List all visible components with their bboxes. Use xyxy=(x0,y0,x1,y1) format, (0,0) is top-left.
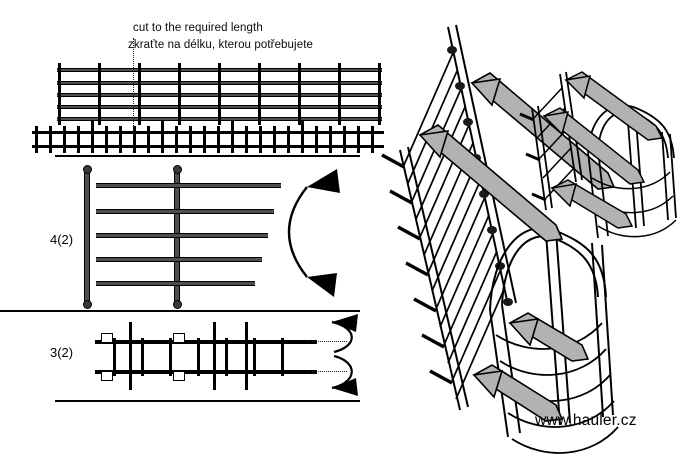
part-3-ladder xyxy=(95,318,347,390)
part-4-rail xyxy=(96,209,274,214)
part-3-standoff-post xyxy=(129,322,133,390)
sprue-post xyxy=(178,63,182,125)
sprue-rung xyxy=(35,126,38,153)
sprue-rung xyxy=(357,126,360,153)
part-4-rail xyxy=(96,233,268,238)
caption-line-english: cut to the required length xyxy=(133,22,263,34)
sprue-post xyxy=(58,63,62,125)
part-3-rung xyxy=(281,338,285,376)
sprue-rung xyxy=(77,126,80,153)
sprue-rung xyxy=(273,126,276,153)
panel-divider-bottom xyxy=(55,400,360,402)
sprue-rung xyxy=(217,126,220,153)
part-3-bracket xyxy=(101,333,113,343)
assembly-arrow-detail xyxy=(542,71,664,229)
sprue-rung xyxy=(329,126,332,153)
sprue-rung xyxy=(119,126,122,153)
part-3-rung xyxy=(253,338,257,376)
part-3-bracket xyxy=(173,371,185,381)
ladder-main xyxy=(399,24,517,411)
sprue-rung xyxy=(49,126,52,153)
sprue-post xyxy=(138,63,142,125)
part-3-rung xyxy=(141,338,145,376)
caption-line-czech: zkraťte na délku, kterou potřebujete xyxy=(128,39,313,51)
part-4-post-end xyxy=(82,300,92,309)
part-3-standoff-post xyxy=(213,322,217,390)
sprue-rung xyxy=(133,126,136,153)
ladder-standoff-brackets xyxy=(381,153,453,385)
sprue-rung xyxy=(259,126,262,153)
sprue-rung xyxy=(63,126,66,153)
part-4-post xyxy=(84,169,90,305)
part-3-rung xyxy=(197,338,201,376)
sprue-ladder-rail xyxy=(32,131,384,135)
part-3-rail-extension xyxy=(307,371,347,372)
sprue-rung xyxy=(147,126,150,153)
sprue-rung-tall xyxy=(301,121,304,153)
sprue-rung-tall xyxy=(161,121,164,153)
sprue-rung-tall xyxy=(91,121,94,153)
sprue-rung xyxy=(189,126,192,153)
bend-arrow-part-3 xyxy=(331,314,358,396)
part-3-rung xyxy=(113,338,117,376)
sprue-ladder-rail xyxy=(32,145,384,149)
sprue-rung xyxy=(287,126,290,153)
part-4-post-end xyxy=(172,300,182,309)
sprue-post xyxy=(378,63,382,125)
part-3-rung xyxy=(225,338,229,376)
sprue-rung xyxy=(315,126,318,153)
bend-arrow-part-4 xyxy=(287,169,340,297)
part-label-4: 4(2) xyxy=(50,232,74,247)
sprue-post xyxy=(298,63,302,125)
part-3-side-rail xyxy=(95,370,317,374)
brand-url: www.hauler.cz xyxy=(535,412,637,429)
assembly-view-detail xyxy=(519,71,677,239)
part-3-side-rail xyxy=(95,340,317,344)
part-4-rail xyxy=(96,281,255,286)
sprue-post xyxy=(218,63,222,125)
sprue-rung xyxy=(245,126,248,153)
sprue-rung xyxy=(105,126,108,153)
sprue-post xyxy=(258,63,262,125)
part-3-bracket xyxy=(173,333,185,343)
sprue-rung xyxy=(203,126,206,153)
part-3-standoff-post xyxy=(245,322,249,390)
panel-divider-top xyxy=(55,155,360,157)
part-3-rail-extension xyxy=(307,341,347,342)
sprue-post xyxy=(338,63,342,125)
sprue-rung xyxy=(371,126,374,153)
part-label-3: 3(2) xyxy=(50,345,74,360)
part-4-rail xyxy=(96,183,281,188)
panel-divider-middle xyxy=(0,310,360,312)
sprue-rung-tall xyxy=(231,121,234,153)
part-4-post-end xyxy=(172,165,182,174)
part-4-rail xyxy=(96,257,262,262)
ladder-detail-standoffs xyxy=(519,112,547,202)
sprue-post xyxy=(98,63,102,125)
sprue-rung xyxy=(175,126,178,153)
part-4-railing xyxy=(80,165,281,310)
sprue-panel xyxy=(0,55,384,153)
cut-line-indicator xyxy=(133,38,134,138)
sprue-rung xyxy=(343,126,346,153)
part-3-rung xyxy=(169,338,173,376)
part-3-bracket xyxy=(101,371,113,381)
part-4-post-end xyxy=(82,165,92,174)
